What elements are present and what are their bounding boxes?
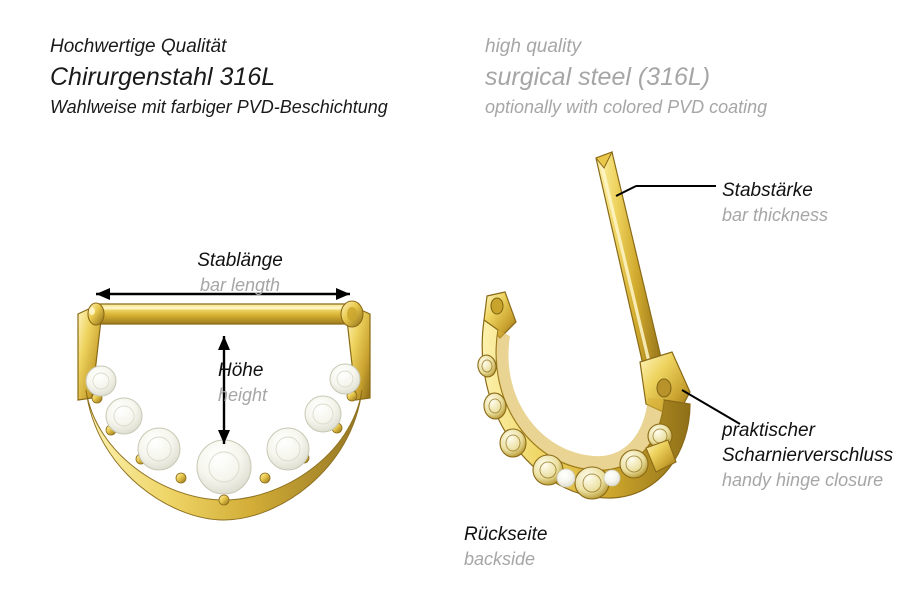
label-hinge-closure-de-line2: Scharnierverschluss — [722, 445, 894, 466]
crystal-row — [85, 363, 361, 495]
header-english-line3: optionally with colored PVD coating — [485, 97, 768, 117]
label-bar-length: Stablänge bar length — [120, 248, 360, 297]
crystal-facets — [92, 370, 354, 483]
label-hinge-closure: praktischer Scharnierverschluss handy hi… — [722, 418, 898, 492]
label-height: Höhe height — [218, 358, 348, 407]
label-bar-thickness-en: bar thickness — [722, 205, 829, 225]
bar-length-arrow — [96, 288, 350, 300]
callout-leader-lines — [615, 185, 741, 425]
label-backside-en: backside — [464, 549, 536, 569]
header-english-line2: surgical steel (316L) — [485, 63, 711, 91]
crystal-1 — [85, 365, 117, 397]
hinge-pivot — [656, 378, 672, 398]
bar-end-right-inner — [347, 307, 357, 321]
label-bar-length-de: Stablänge — [197, 250, 283, 271]
header-german: Hochwertige Qualität Chirurgenstahl 316L… — [50, 34, 470, 120]
back-crystal-2 — [603, 469, 621, 487]
label-hinge-closure-en: handy hinge closure — [722, 470, 884, 490]
label-backside-de: Rückseite — [464, 524, 548, 545]
label-bar-thickness: Stabstärke bar thickness — [722, 178, 892, 227]
header-german-line3: Wahlweise mit farbiger PVD-Beschichtung — [50, 97, 388, 117]
crystal-5 — [266, 427, 310, 471]
back-band-inner — [496, 330, 664, 471]
crystal-7 — [329, 363, 361, 395]
hinge-tab — [645, 439, 677, 473]
crystal-3 — [137, 427, 181, 471]
open-pin-highlight — [599, 161, 652, 367]
crystal-4 — [196, 439, 252, 495]
front-view-illustration — [77, 288, 371, 521]
label-height-en: height — [218, 385, 268, 405]
header-german-line2: Chirurgenstahl 316L — [50, 63, 276, 91]
label-backside: Rückseite backside — [464, 522, 664, 571]
crystal-2 — [105, 397, 143, 435]
bezel-hole-rims — [481, 359, 668, 493]
height-arrow — [218, 336, 230, 444]
header-english-line1: high quality — [485, 36, 582, 57]
label-hinge-closure-de-line1: praktischer — [722, 420, 815, 441]
gem-band-setting — [85, 389, 363, 521]
bezel-holes — [477, 354, 673, 500]
back-view-illustration — [477, 151, 691, 500]
label-bar-thickness-de: Stabstärke — [722, 180, 813, 201]
back-left-socket — [490, 297, 504, 315]
bar-end-left-inner — [89, 307, 95, 315]
crystal-6 — [304, 395, 342, 433]
pin-tip — [595, 151, 614, 169]
header-german-line1: Hochwertige Qualität — [50, 36, 227, 57]
label-height-de: Höhe — [218, 360, 264, 381]
header-english: high quality surgical steel (316L) optio… — [485, 34, 885, 120]
label-bar-length-en: bar length — [199, 275, 281, 295]
back-crystal-1 — [556, 468, 576, 488]
